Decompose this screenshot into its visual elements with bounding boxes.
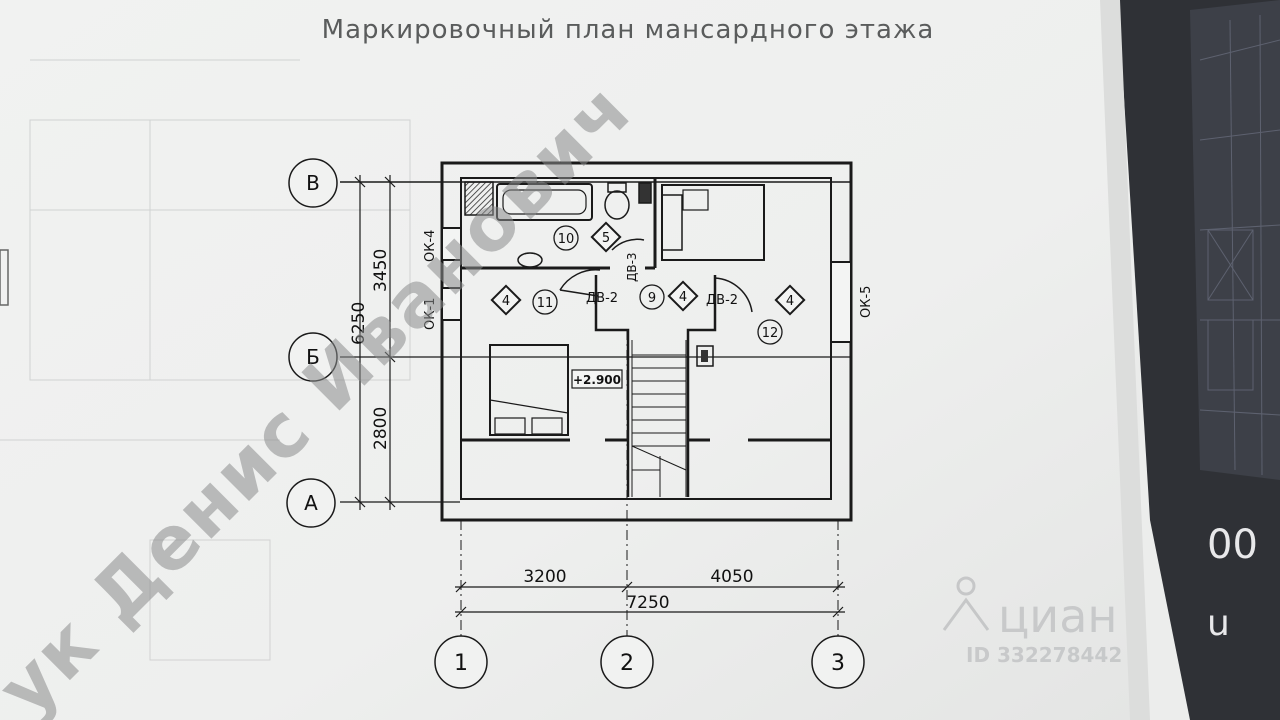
axis-bubble-v: В: [288, 158, 338, 208]
background-dark-screen: 00 u: [1118, 0, 1280, 720]
level-mark: +2.900: [573, 373, 621, 387]
door-dv3-swing: [611, 238, 645, 251]
cian-id-text: ID 332278442: [966, 643, 1122, 667]
stair-wall-right: [686, 275, 717, 497]
svg-text:3: 3: [831, 651, 845, 676]
room-circle-10: [553, 225, 579, 251]
room-number-11: 11: [537, 296, 554, 311]
finish-value-room11: 4: [502, 294, 510, 309]
plan-title: Маркировочный план мансардного этажа: [322, 15, 935, 45]
finish-tag-room12: [774, 284, 806, 316]
toilet: [604, 190, 630, 220]
sink: [517, 252, 543, 268]
page-edge: [1100, 0, 1150, 720]
finish-value-room9: 4: [679, 290, 687, 305]
staircase: [631, 340, 687, 497]
dim-left: 3200: [523, 567, 566, 587]
finish-tag-room9: [667, 280, 699, 312]
dim-right: 4050: [710, 567, 753, 587]
svg-text:2: 2: [620, 651, 634, 676]
window-ok5: [830, 261, 852, 343]
label-ok5: ОК-5: [859, 286, 874, 318]
axis-bubble-1: 1: [434, 635, 488, 689]
dim-total-horizontal: 7250: [626, 593, 669, 613]
finish-value-room12: 4: [786, 294, 794, 309]
axis-bubble-2: 2: [600, 635, 654, 689]
level-mark-box: [571, 369, 623, 389]
dim-upper: 3450: [371, 249, 391, 292]
label-dv2-left: ДВ-2: [586, 291, 618, 306]
bathtub: [496, 183, 593, 221]
ghost-drawing: [0, 59, 411, 661]
dimension-lines: [354, 175, 845, 618]
stair-wall-left: [594, 275, 630, 497]
room-number-9: 9: [648, 291, 656, 306]
axis-bubble-a: А: [286, 478, 336, 528]
label-dv2-right: ДВ-2: [706, 293, 738, 308]
finish-tag-room11: [490, 284, 522, 316]
room-circle-12: [757, 319, 783, 345]
room-number-12: 12: [762, 326, 779, 341]
cian-logo-icon: [942, 576, 990, 631]
svg-text:1: 1: [454, 651, 468, 676]
right-edge-fragment-2: u: [1207, 603, 1230, 644]
bed-room11: [489, 344, 569, 436]
axis-bubble-b: Б: [288, 332, 338, 382]
label-dv3: ДВ-3: [625, 252, 639, 282]
room-circle-9: [639, 284, 665, 310]
room-circle-11: [532, 289, 558, 315]
dim-total-vertical: 6250: [349, 302, 369, 345]
svg-text:А: А: [304, 491, 318, 515]
finish-value-room10: 5: [602, 231, 610, 246]
floor-plan: [340, 161, 853, 640]
window-ok1: [441, 287, 462, 321]
cian-watermark: циан ID 332278442: [942, 576, 1122, 667]
right-edge-fragment-1: 00: [1207, 522, 1258, 568]
svg-text:В: В: [306, 171, 320, 195]
label-ok4: ОК-4: [423, 230, 438, 262]
finish-tag-room10: [590, 221, 622, 253]
boiler-hatched: [464, 181, 494, 216]
window-ok4: [441, 227, 462, 261]
duct: [638, 182, 652, 204]
svg-text:Б: Б: [306, 345, 320, 369]
room-number-10: 10: [558, 232, 575, 247]
door-dv2-right-swing: [714, 277, 753, 313]
door-dv2-left-swing: [559, 269, 601, 291]
cian-brand-text: циан: [998, 589, 1117, 643]
axis-bubble-3: 3: [811, 635, 865, 689]
dim-lower: 2800: [371, 407, 391, 450]
label-ok1: ОК-1: [423, 298, 438, 330]
duct-2: [696, 345, 714, 367]
